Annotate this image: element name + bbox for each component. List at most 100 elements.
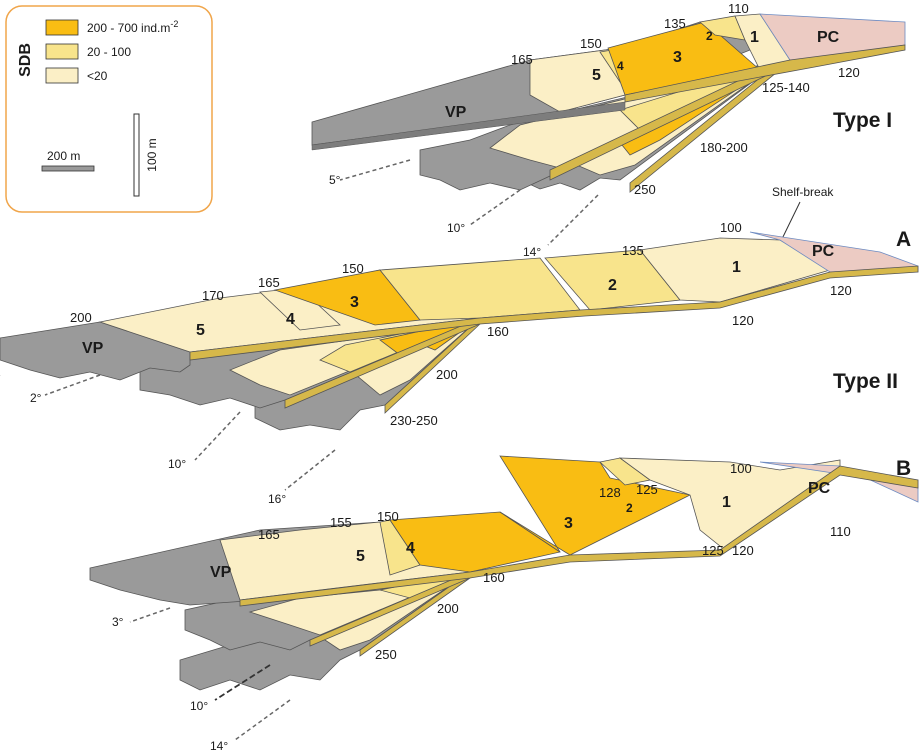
typeA-edge-top xyxy=(189,265,919,361)
typeA-angle-16: 16° xyxy=(268,492,286,506)
typeA-zone-3: 3 xyxy=(350,294,359,311)
typeA-zone-1: 1 xyxy=(732,259,741,276)
legend-swatch-mid xyxy=(45,43,79,60)
typeB-zone-4: 4 xyxy=(406,540,415,557)
legend-swatch-high xyxy=(45,19,79,36)
svg-text:200 - 700 ind.m-2: 200 - 700 ind.m-2 xyxy=(87,19,178,35)
type1-zone-5: 5 xyxy=(592,67,601,84)
shelf-break-label: Shelf-break xyxy=(772,185,834,199)
typeB-zone-1: 1 xyxy=(722,494,731,511)
typeA-zone-2: 2 xyxy=(608,277,617,294)
type1-low-top xyxy=(529,47,626,113)
legend-swatch-low xyxy=(45,67,79,84)
typeA-depth-160: 160 xyxy=(487,324,509,339)
typeA-depth-165: 165 xyxy=(258,275,280,290)
typeB-zone-vp: VP xyxy=(210,564,232,581)
legend-frame xyxy=(5,5,213,213)
typeB-block: 100 125 128 150 155 165 110 120 125 160 … xyxy=(89,455,919,753)
typeA-depth-200: 200 xyxy=(70,310,92,325)
typeB-zone-2: 2 xyxy=(626,501,633,515)
legend-label-low: <20 xyxy=(87,69,108,83)
typeB-depth-200: 200 xyxy=(437,601,459,616)
typeA-depth-120b: 120 xyxy=(732,313,754,328)
type1-depth-110: 110 xyxy=(728,1,749,16)
legend-title: SDB xyxy=(17,43,34,77)
typeB-depth-100: 100 xyxy=(730,461,752,476)
typeA-title: A xyxy=(896,228,911,251)
typeB-high-top xyxy=(389,511,562,573)
typeB-dash-14 xyxy=(234,699,291,741)
type1-depth-125-140: 125-140 xyxy=(762,80,810,95)
typeA-depth-135: 135 xyxy=(622,243,644,258)
typeB-depth-250: 250 xyxy=(375,647,397,662)
type1-zone-1: 1 xyxy=(750,29,759,46)
typeB-depth-150: 150 xyxy=(377,509,399,524)
type1-depth-165: 165 xyxy=(511,52,533,67)
typeA-depth-200b: 200 xyxy=(436,367,458,382)
typeA-zone-5: 5 xyxy=(196,322,205,339)
typeA-depth-170: 170 xyxy=(202,288,224,303)
legend-scale-vertical-label: 100 m xyxy=(145,138,159,171)
typeB-depth-160: 160 xyxy=(483,570,505,585)
typeB-depth-110: 110 xyxy=(830,524,851,539)
type1-dash-10 xyxy=(469,189,521,226)
typeA-block: 100 135 150 165 170 200 120 120 160 200 … xyxy=(0,220,919,506)
type1-dash-5 xyxy=(339,159,411,181)
typeA-zone-vp: VP xyxy=(82,340,104,357)
typeB-title: B xyxy=(896,457,911,480)
type1-depth-180-200: 180-200 xyxy=(700,140,748,155)
typeB-edge-top xyxy=(239,465,919,607)
typeB-zone-5: 5 xyxy=(356,548,365,565)
typeA-depth-230-250: 230-250 xyxy=(390,413,438,428)
typeA-depth-100: 100 xyxy=(720,220,742,235)
typeA-angle-2: 2° xyxy=(30,391,42,405)
typeA-dash-16 xyxy=(284,449,336,491)
typeB-angle-14: 14° xyxy=(210,739,228,753)
typeB-zone-pc: PC xyxy=(808,480,831,497)
type1-angle-14: 14° xyxy=(523,245,541,259)
type1-depth-120: 120 xyxy=(838,65,860,80)
type1-zone-pc: PC xyxy=(817,29,840,46)
typeA-dash-2 xyxy=(44,374,101,396)
type1-vp-edge xyxy=(311,101,626,151)
type1-zone-3: 3 xyxy=(673,49,682,66)
type1-zone-vp: VP xyxy=(445,104,467,121)
legend-scale-vertical-bar xyxy=(133,113,140,197)
typeB-depth-125b: 125 xyxy=(702,543,724,558)
legend: SDB 200 - 700 ind.m-2 20 - 100 <20 200 m… xyxy=(5,5,213,213)
typeB-angle-10: 10° xyxy=(190,699,208,713)
typeB-dash-10 xyxy=(214,664,271,701)
type1-depth-135: 135 xyxy=(664,16,686,31)
legend-scale-horizontal-bar xyxy=(41,165,95,172)
typeB-high2 xyxy=(499,455,692,556)
type1-zone-2: 2 xyxy=(706,29,713,43)
typeA-dash-10 xyxy=(194,411,241,461)
legend-label-mid: 20 - 100 xyxy=(87,45,131,59)
type1-angle-10: 10° xyxy=(447,221,465,235)
typeA-zone-pc: PC xyxy=(812,243,835,260)
typeA-zone-4: 4 xyxy=(286,311,295,328)
type1-depth-250: 250 xyxy=(634,182,656,197)
legend-label-high: 200 - 700 ind.m xyxy=(87,21,170,35)
typeA-angle-10: 10° xyxy=(168,457,186,471)
typeB-depth-165: 165 xyxy=(258,527,280,542)
type1-title: Type I xyxy=(833,109,892,132)
typeB-angle-3: 3° xyxy=(112,615,124,629)
typeA-depth-120a: 120 xyxy=(830,283,852,298)
typeA-depth-150: 150 xyxy=(342,261,364,276)
legend-label-high-sup: -2 xyxy=(170,19,178,29)
type1-dash-14 xyxy=(547,194,599,246)
typeB-depth-155: 155 xyxy=(330,515,352,530)
typeB-depth-120: 120 xyxy=(732,543,754,558)
type1-depth-150: 150 xyxy=(580,36,602,51)
type1-zone-4: 4 xyxy=(617,59,624,73)
legend-scale-horizontal-label: 200 m xyxy=(47,149,80,163)
typeB-depth-125: 125 xyxy=(636,482,658,497)
type2-title: Type II xyxy=(833,370,898,393)
type1-angle-5: 5° xyxy=(329,173,341,187)
typeB-zone-3: 3 xyxy=(564,515,573,532)
typeB-dash-3 xyxy=(129,607,171,623)
type1-block: 110 135 150 165 120 125-140 180-200 250 … xyxy=(311,1,906,259)
